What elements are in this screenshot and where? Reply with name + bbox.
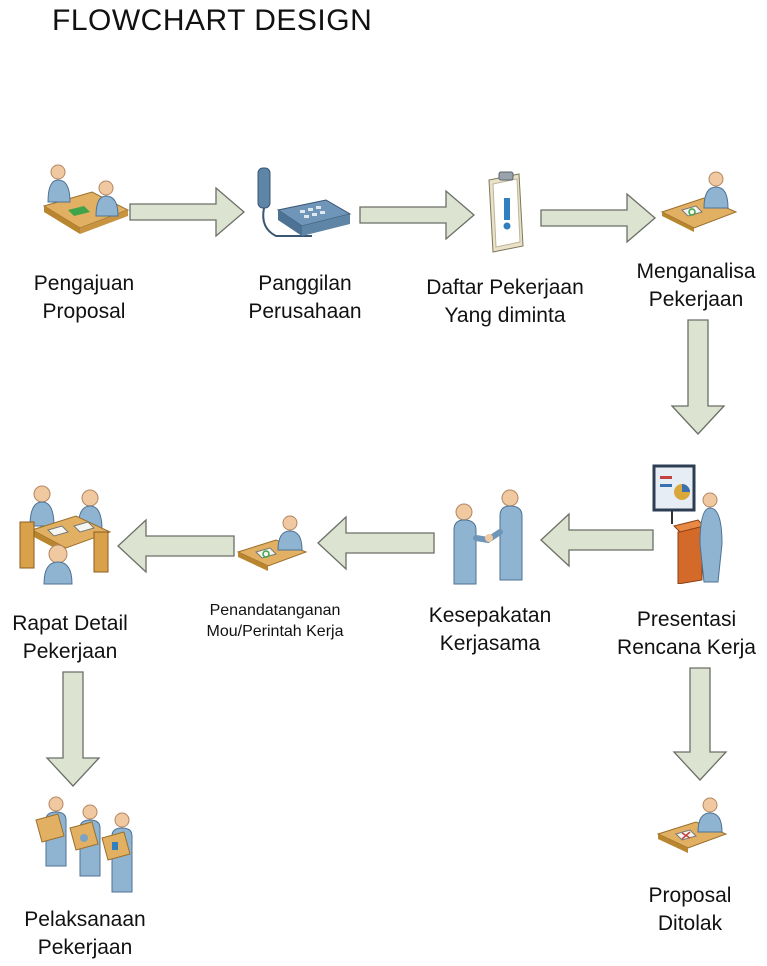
presenter-podium-icon — [652, 464, 723, 584]
arrow-menganalisa-to-presentasi — [670, 319, 726, 435]
arrow-penandatanganan-to-rapat — [117, 518, 235, 574]
arrow-presentasi-to-kesepakatan — [540, 512, 654, 568]
label-line: Proposal — [42, 300, 126, 323]
telephone-icon — [257, 167, 352, 237]
node-label-pengajuan-proposal: Pengajuan Proposal — [14, 270, 154, 326]
meeting-desk-icon — [42, 164, 130, 234]
label-line: Rencana Kerja — [617, 636, 756, 659]
person-desk-rejected-icon — [656, 797, 728, 853]
label-line: Proposal — [648, 884, 732, 907]
label-line: Pelaksanaan — [24, 908, 146, 931]
label-line: Daftar Pekerjaan — [426, 276, 584, 299]
page-title: FLOWCHART DESIGN — [52, 4, 373, 37]
arrow-presentasi-to-ditolak — [672, 667, 728, 781]
node-label-menganalisa-pekerjaan: Menganalisa Pekerjaan — [626, 258, 766, 314]
node-label-proposal-ditolak: Proposal Ditolak — [620, 882, 760, 938]
label-line: Pekerjaan — [22, 640, 118, 663]
node-label-pelaksanaan-pekerjaan: Pelaksanaan Pekerjaan — [10, 906, 160, 962]
arrow-rapat-to-pelaksanaan — [45, 671, 101, 787]
arrow-daftar-to-menganalisa — [540, 192, 656, 244]
clipboard-alert-icon — [488, 171, 524, 253]
label-line: Menganalisa — [636, 260, 756, 283]
label-line: Penandatanganan — [209, 602, 341, 619]
node-label-rapat-detail-pekerjaan: Rapat Detail Pekerjaan — [0, 610, 140, 666]
label-line: Perusahaan — [248, 300, 362, 323]
label-line: Yang diminta — [444, 304, 566, 327]
label-line: Kerjasama — [439, 632, 541, 655]
label-line: Ditolak — [657, 912, 723, 935]
node-label-daftar-pekerjaan: Daftar Pekerjaan Yang diminta — [410, 274, 600, 330]
handshake-icon — [453, 489, 523, 585]
label-line: Pekerjaan — [648, 288, 744, 311]
label-line: Pengajuan — [33, 272, 135, 295]
arrow-kesepakatan-to-penandatanganan — [317, 515, 435, 571]
conference-table-icon — [19, 485, 112, 585]
node-label-kesepakatan-kerjasama: Kesepakatan Kerjasama — [410, 602, 570, 658]
label-line: Kesepakatan — [428, 604, 552, 627]
person-desk-signing-icon — [236, 515, 308, 571]
label-line: Presentasi — [636, 608, 737, 631]
label-line: Mou/Perintah Kerja — [206, 623, 344, 640]
label-line: Pekerjaan — [37, 936, 133, 959]
node-label-penandatanganan: Penandatanganan Mou/Perintah Kerja — [180, 600, 370, 642]
arrow-pengajuan-to-panggilan — [129, 186, 245, 238]
person-desk-writing-icon — [660, 171, 738, 232]
workers-boxes-icon — [35, 796, 133, 893]
node-label-presentasi-rencana-kerja: Presentasi Rencana Kerja — [606, 606, 767, 662]
node-label-panggilan-perusahaan: Panggilan Perusahaan — [230, 270, 380, 326]
label-line: Rapat Detail — [12, 612, 128, 635]
label-line: Panggilan — [258, 272, 352, 295]
arrow-panggilan-to-daftar — [359, 189, 475, 241]
